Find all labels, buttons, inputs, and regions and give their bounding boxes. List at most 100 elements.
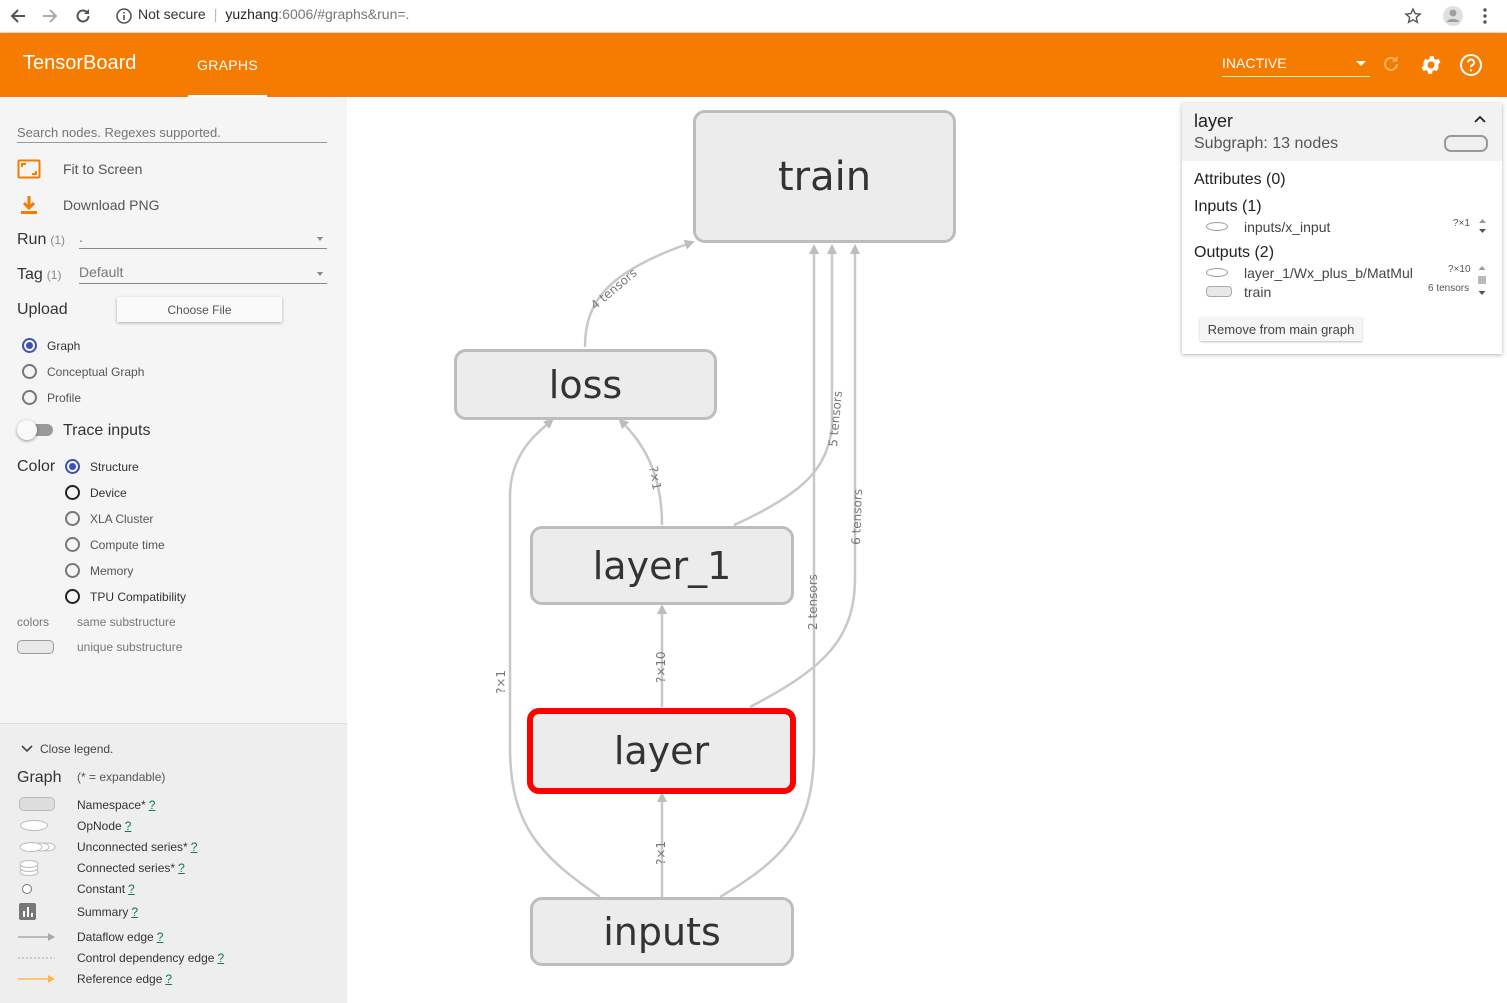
color-radio-xla-cluster[interactable]: XLA Cluster	[65, 511, 153, 526]
dataflow-edge-icon	[17, 927, 57, 947]
address-bar[interactable]: Not secure|yuzhang:6006/#graphs&run=.	[138, 6, 410, 22]
legend-item-label: Reference edge	[77, 972, 163, 986]
color-radio-compute-time[interactable]: Compute time	[65, 537, 165, 552]
run-select[interactable]: .	[79, 229, 327, 249]
color-radio-structure[interactable]: Structure	[65, 459, 139, 474]
color-radio-memory[interactable]: Memory	[65, 563, 133, 578]
node-layer-1[interactable]: layer_1	[530, 526, 794, 605]
node-info-card: layer Subgraph: 13 nodes Attributes (0) …	[1182, 103, 1502, 354]
output-row[interactable]: layer_1/Wx_plus_b/MatMul	[1206, 265, 1413, 281]
legend-graph-label: Graph	[17, 769, 62, 786]
legend-item-label: OpNode	[77, 819, 122, 833]
tab-graphs[interactable]: GRAPHS	[188, 33, 267, 97]
color-option-label: Compute time	[90, 537, 165, 552]
legend-item-opnode: OpNode?	[0, 816, 347, 836]
browser-toolbar: Not secure|yuzhang:6006/#graphs&run=.	[0, 0, 1507, 33]
help-link[interactable]: ?	[128, 882, 135, 896]
namespace-icon	[1206, 286, 1232, 297]
help-link[interactable]: ?	[217, 951, 225, 965]
edge-label-layer-layer1: ?×10	[654, 651, 668, 683]
legend-item-reference-edge: Reference edge?	[0, 969, 347, 989]
unconnected-series-icon	[17, 837, 57, 857]
reference-edge-icon	[17, 969, 57, 989]
legend-item-label: Unconnected series*	[77, 840, 188, 854]
refresh-icon[interactable]	[1380, 53, 1404, 77]
constant-icon	[17, 879, 57, 899]
edge-inputs-train	[719, 244, 819, 899]
edge-label-inputs-layer: ?×1	[654, 841, 668, 865]
chevron-down-icon	[1356, 61, 1366, 66]
outputs-scrollbar[interactable]	[1477, 263, 1487, 299]
help-link[interactable]: ?	[165, 972, 173, 986]
node-inputs[interactable]: inputs	[530, 897, 794, 966]
help-link[interactable]: ?	[156, 930, 164, 944]
radio-selected-icon	[65, 459, 80, 474]
output-name: train	[1244, 284, 1272, 300]
trace-inputs-toggle[interactable]	[17, 420, 53, 440]
security-label: Not secure	[138, 6, 206, 22]
help-link[interactable]: ?	[148, 798, 156, 812]
help-link[interactable]: ?	[190, 840, 198, 854]
radio-icon	[65, 485, 80, 500]
run-label: Run	[17, 231, 47, 248]
edge-loss-train	[583, 239, 695, 348]
remove-from-main-graph-button[interactable]: Remove from main graph	[1200, 317, 1362, 341]
mode-radio-profile[interactable]: Profile	[22, 390, 81, 405]
close-legend-button[interactable]: Close legend.	[20, 742, 113, 756]
node-train[interactable]: train	[693, 110, 956, 243]
search-nodes-input[interactable]	[17, 123, 327, 143]
namespace-icon	[17, 795, 57, 815]
opnode-icon	[1206, 268, 1228, 277]
download-icon	[21, 196, 37, 214]
help-link[interactable]: ?	[131, 905, 139, 919]
color-radio-tpu[interactable]: TPU Compatibility	[65, 589, 186, 604]
legend-item-constant: Constant?	[0, 879, 347, 899]
radio-icon	[22, 364, 37, 379]
legend-item-label: Dataflow edge	[77, 930, 154, 944]
input-row[interactable]: inputs/x_input	[1206, 219, 1330, 235]
tag-select[interactable]: Default	[79, 264, 327, 284]
reload-icon[interactable]	[71, 4, 95, 28]
help-link[interactable]: ?	[124, 819, 132, 833]
stepper-icon[interactable]	[1478, 217, 1487, 235]
edge-label-layer1-loss: ?×1	[646, 465, 664, 491]
edge-label-layer1-train: 5 tensors	[826, 390, 845, 447]
node-loss[interactable]: loss	[454, 349, 717, 420]
info-icon[interactable]	[112, 4, 136, 28]
mode-radio-graph[interactable]: Graph	[22, 338, 80, 353]
run-select-value: .	[79, 229, 83, 245]
choose-file-button[interactable]: Choose File	[117, 297, 282, 322]
back-icon[interactable]	[6, 4, 30, 28]
color-radio-device[interactable]: Device	[65, 485, 127, 500]
settings-gear-icon[interactable]	[1419, 53, 1443, 77]
profile-icon[interactable]	[1441, 4, 1465, 28]
legend-item-connected-series: Connected series*?	[0, 858, 347, 878]
fit-to-screen-button[interactable]: Fit to Screen	[17, 157, 142, 181]
graph-edges: 4 tensors ?×1 5 tensors 6 tensors 2 tens…	[494, 239, 865, 899]
info-card-title: layer	[1194, 111, 1234, 131]
help-icon[interactable]	[1459, 53, 1483, 77]
chevron-down-icon	[317, 272, 323, 276]
app-title: TensorBoard	[23, 52, 137, 74]
color-option-label: Memory	[90, 563, 134, 578]
help-link[interactable]: ?	[178, 861, 185, 875]
color-label: Color	[17, 458, 56, 475]
output-row[interactable]: train	[1206, 284, 1271, 300]
menu-icon[interactable]	[1473, 4, 1497, 28]
download-png-label: Download PNG	[63, 197, 160, 213]
run-status-dropdown[interactable]: INACTIVE	[1222, 55, 1370, 77]
inputs-header: Inputs (1)	[1194, 198, 1262, 215]
tag-select-value: Default	[79, 264, 124, 280]
chevron-up-icon[interactable]	[1474, 115, 1486, 123]
url-host: yuzhang	[225, 6, 279, 22]
legend-item-namespace: Namespace*?	[0, 795, 347, 815]
forward-icon[interactable]	[38, 4, 62, 28]
tag-count: (1)	[46, 268, 62, 282]
tag-label: Tag	[17, 266, 43, 283]
upload-label: Upload	[17, 301, 68, 318]
mode-radio-conceptual[interactable]: Conceptual Graph	[22, 364, 144, 379]
node-layer-selected[interactable]: layer	[527, 708, 796, 794]
download-png-button[interactable]: Download PNG	[17, 193, 160, 217]
mode-option-label: Conceptual Graph	[47, 364, 145, 379]
star-icon[interactable]	[1401, 4, 1425, 28]
